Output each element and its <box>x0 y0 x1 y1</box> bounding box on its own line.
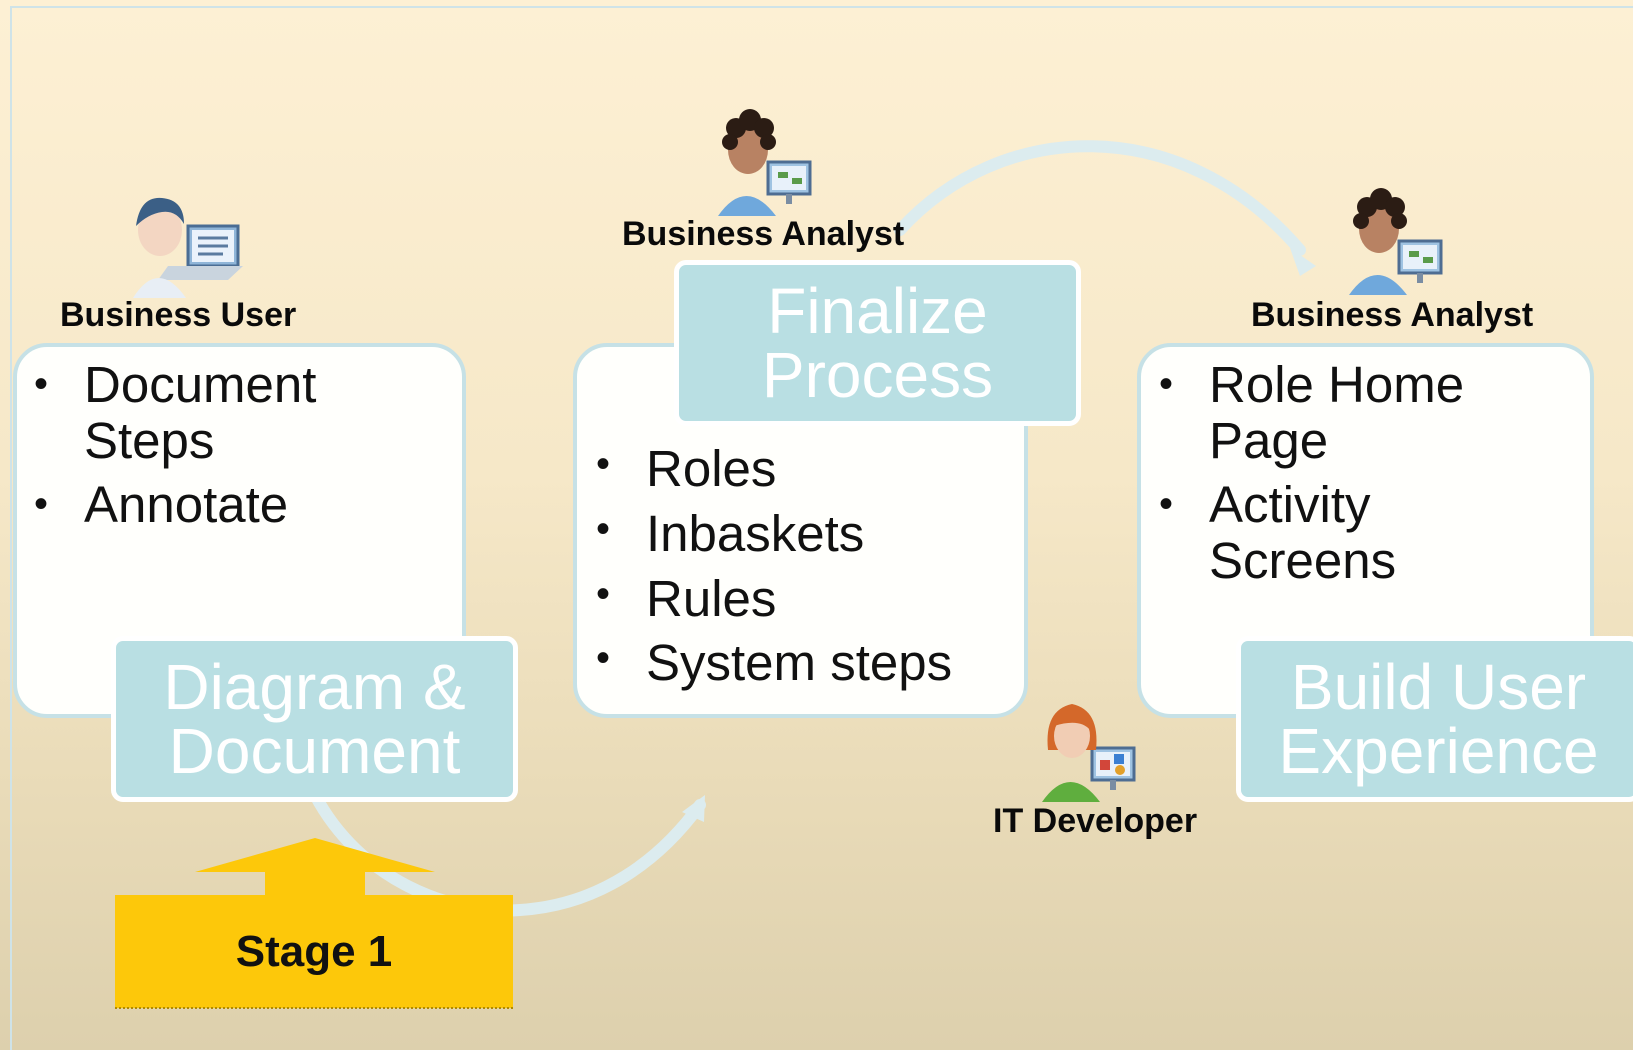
step-3-title: Build User Experience <box>1236 636 1633 802</box>
stage-arrow <box>115 838 513 1009</box>
bullet-item: Document Steps <box>20 356 440 469</box>
it-developer-icon <box>1042 704 1136 802</box>
bullet-item: Annotate <box>20 477 440 533</box>
step-1-title-text: Diagram & Document <box>163 651 466 787</box>
role-business-analyst-top: Business Analyst <box>622 215 905 253</box>
bullet-item: System steps <box>582 631 1022 696</box>
role-business-analyst-right: Business Analyst <box>1251 296 1534 334</box>
step-2-bullets: Roles Inbaskets Rules System steps <box>582 437 1022 696</box>
step-3-title-text: Build User Experience <box>1278 651 1599 787</box>
business-analyst-icon <box>718 109 812 216</box>
bullet-item: Rules <box>582 567 1022 632</box>
stage-arrow-shape <box>115 838 513 1008</box>
step-3-bullets: Role Home Page Activity Screens <box>1145 356 1565 589</box>
flow-arrow-stage2-to-3 <box>894 140 1306 256</box>
business-user-icon <box>133 197 243 298</box>
step-1-bullets: Document Steps Annotate <box>20 356 440 533</box>
stage-label: Stage 1 <box>235 926 393 976</box>
bullet-item: Inbaskets <box>582 502 1022 567</box>
step-2-title: Finalize Process <box>674 260 1081 426</box>
flow-arrowhead-stage2-to-3 <box>1290 248 1316 276</box>
bullet-item: Roles <box>582 437 1022 502</box>
business-analyst-icon <box>1349 188 1443 295</box>
slide-frame <box>10 6 1633 1050</box>
step-1-title: Diagram & Document <box>111 636 518 802</box>
flow-arrowhead-stage1-to-2 <box>682 795 705 822</box>
step-2-title-text: Finalize Process <box>761 275 994 411</box>
bullet-item: Role Home Page <box>1145 356 1565 469</box>
bullet-item: Activity Screens <box>1145 477 1565 589</box>
role-it-developer: IT Developer <box>993 802 1198 840</box>
role-business-user: Business User <box>60 296 297 334</box>
